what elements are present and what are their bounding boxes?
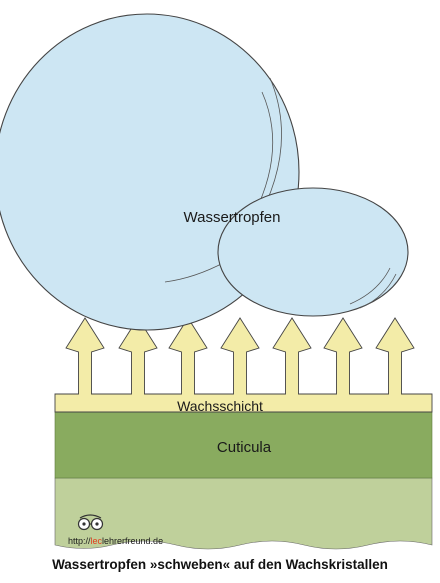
cuticle-layer xyxy=(54,411,433,479)
small-water-drop xyxy=(217,187,409,317)
glasses-logo xyxy=(77,514,104,531)
watermark-url: http://leclehrerfreund.de xyxy=(68,536,163,546)
wax-crystals xyxy=(54,317,433,413)
water-drop-label: Wassertropfen xyxy=(184,209,281,226)
watermark: http://leclehrerfreund.de xyxy=(68,514,163,546)
figure-caption: Wassertropfen »schweben« auf den Wachskr… xyxy=(52,557,388,572)
wax-layer xyxy=(54,317,433,413)
wax-layer-label: Wachsschicht xyxy=(177,398,263,414)
cuticle-label: Cuticula xyxy=(217,439,272,456)
lower-tissue-layer xyxy=(54,477,433,550)
